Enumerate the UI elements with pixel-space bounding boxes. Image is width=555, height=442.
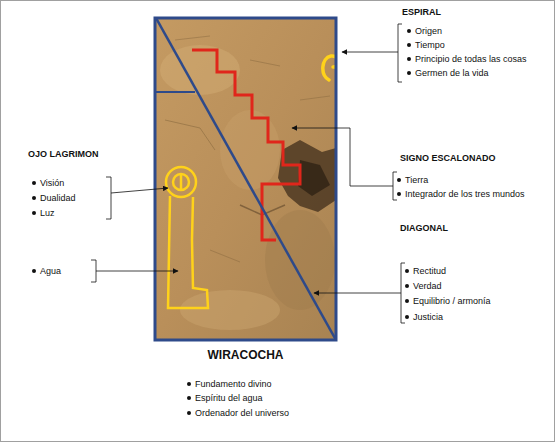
bullet-dot <box>407 57 411 61</box>
bullet-dot <box>187 396 191 400</box>
bullet-item: Visión <box>40 177 64 189</box>
bullet-item: Espíritu del agua <box>195 392 263 404</box>
bullet-dot <box>405 284 409 288</box>
diagonal-line <box>156 18 336 340</box>
callout-heading: DIAGONAL <box>400 222 448 234</box>
bullet-item: Germen de la vida <box>415 67 489 79</box>
bullet-dot <box>397 178 401 182</box>
bullet-item: Verdad <box>413 280 442 292</box>
bullet-dot <box>405 269 409 273</box>
bullet-item: Rectitud <box>413 265 446 277</box>
bullet-dot <box>32 196 36 200</box>
relief-frame <box>155 18 336 340</box>
deity-title: WIRACOCHA <box>150 348 341 363</box>
callout-heading: SIGNO ESCALONADO <box>400 152 496 164</box>
bullet-item: Ordenador del universo <box>195 407 289 419</box>
relief-panel: WIRACOCHA <box>150 18 341 363</box>
stone-relief <box>155 18 336 340</box>
bullet-dot <box>32 211 36 215</box>
bullet-dot <box>407 71 411 75</box>
bullet-dot <box>405 315 409 319</box>
bullet-dot <box>32 181 36 185</box>
bullet-item: Dualidad <box>40 192 76 204</box>
bullet-dot <box>407 43 411 47</box>
bullet-item: Agua <box>40 265 61 277</box>
bullet-dot <box>32 269 36 273</box>
bullet-dot <box>187 411 191 415</box>
bullet-item: Justicia <box>413 311 443 323</box>
bullet-item: Tiempo <box>415 39 445 51</box>
bullet-item: Origen <box>415 25 442 37</box>
bullet-item: Principio de todas las cosas <box>415 53 527 65</box>
bullet-item: Fundamento divino <box>195 378 272 390</box>
callout-heading: ESPIRAL <box>402 6 441 18</box>
bullet-item: Integrador de los tres mundos <box>405 188 525 200</box>
bullet-item: Tierra <box>405 174 428 186</box>
bullet-dot <box>407 29 411 33</box>
step-sign <box>192 50 300 240</box>
bullet-dot <box>397 192 401 196</box>
bullet-dot <box>187 382 191 386</box>
weeping-eye-symbol <box>166 167 208 308</box>
bullet-item: Luz <box>40 207 55 219</box>
spiral-symbol <box>323 56 336 80</box>
leader-lines <box>91 24 405 323</box>
bullet-item: Equilibrio / armonía <box>413 295 491 307</box>
callout-heading: OJO LAGRIMON <box>28 148 99 160</box>
bullet-dot <box>405 299 409 303</box>
